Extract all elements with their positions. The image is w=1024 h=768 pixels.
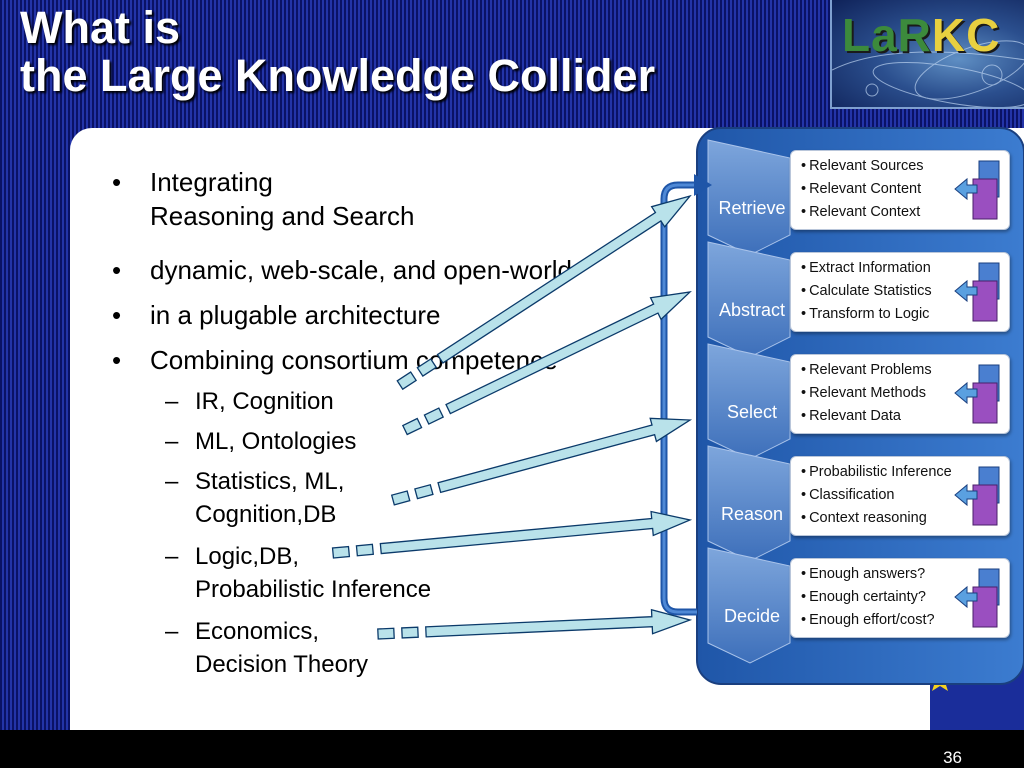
sub-bullet-item: Statistics, ML, Cognition,DB	[165, 465, 345, 531]
stage-item: Context reasoning	[801, 507, 952, 530]
arrow-dash	[423, 407, 445, 425]
logo-text: LaRKC	[842, 8, 1000, 62]
arrow-dash	[416, 358, 438, 377]
sub-bullet-item: Logic,DB, Probabilistic Inference	[165, 540, 432, 606]
stage-box-decide: Enough answers?Enough certainty?Enough e…	[790, 558, 1010, 638]
plugin-icon	[954, 262, 1000, 322]
arrow-dash	[331, 545, 351, 559]
stage-item: Extract Information	[801, 257, 932, 280]
plugin-icon	[954, 466, 1000, 526]
stage-item: Relevant Methods	[801, 382, 932, 405]
arrow-body	[379, 510, 693, 555]
arrow-dash	[396, 371, 418, 391]
competence-arrow	[396, 194, 692, 391]
larkc-logo: LaRKC	[830, 0, 1024, 109]
arrow-dash	[414, 483, 434, 500]
arrow-body	[437, 417, 693, 494]
stage-chevron	[707, 343, 791, 460]
stage-items: Extract InformationCalculate StatisticsT…	[801, 257, 932, 326]
stage-chevron	[707, 139, 791, 256]
stage-item: Relevant Context	[801, 201, 924, 224]
bullet-line: IR, Cognition	[195, 388, 334, 415]
loop-arrow-highlight	[662, 183, 697, 614]
arrow-dash	[390, 490, 411, 506]
bullet-line: Probabilistic Inference	[195, 576, 432, 603]
bullet-line: dynamic, web-scale, and open-world	[150, 255, 572, 285]
stage-box-abstract: Extract InformationCalculate StatisticsT…	[790, 252, 1010, 332]
bullet-item: dynamic, web-scale, and open-world	[112, 253, 572, 287]
arrow-body	[425, 608, 693, 638]
bullet-line: Combining consortium competence	[150, 345, 558, 375]
sub-bullet-item: ML, Ontologies	[165, 425, 357, 458]
logo-orbit-lines	[832, 40, 1024, 107]
bullet-item: Combining consortium competence	[112, 343, 558, 377]
arrow-dash	[377, 627, 395, 640]
stage-chevron	[707, 241, 791, 358]
stage-items: Probabilistic InferenceClassificationCon…	[801, 461, 952, 530]
plugin-icon	[954, 160, 1000, 220]
page-number: 36	[943, 748, 962, 767]
sub-bullet-item: Economics, Decision Theory	[165, 615, 368, 681]
competence-arrow	[377, 608, 693, 640]
bullet-line: Statistics, ML,	[195, 468, 345, 495]
arrow-body	[445, 291, 692, 415]
pipeline-stages	[707, 139, 791, 664]
stage-item: Probabilistic Inference	[801, 461, 952, 484]
stage-items: Relevant ProblemsRelevant MethodsRelevan…	[801, 359, 932, 428]
stage-chevron	[707, 547, 791, 664]
bullet-line: Logic,DB,	[195, 543, 300, 570]
bullet-line: ML, Ontologies	[195, 428, 357, 455]
arrow-dash	[401, 626, 419, 639]
stage-label-reason: Reason	[720, 504, 784, 524]
competence-arrow	[401, 291, 692, 436]
arrow-dash	[355, 543, 374, 557]
stage-label-abstract: Abstract	[718, 300, 786, 320]
stage-item: Relevant Sources	[801, 155, 923, 178]
title-line-2: the Large Knowledge Collider	[20, 50, 656, 101]
stage-item: Relevant Problems	[801, 359, 932, 382]
stage-item: Calculate Statistics	[801, 280, 932, 303]
stage-item: Relevant Content	[801, 178, 924, 201]
arrow-dash	[401, 417, 423, 436]
title-line-1: What is	[20, 2, 181, 53]
stage-chevron	[707, 445, 791, 562]
arrow-body	[436, 194, 692, 364]
stage-box-select: Relevant ProblemsRelevant MethodsRelevan…	[790, 354, 1010, 434]
stage-item: Enough certainty?	[801, 586, 935, 609]
stage-label-select: Select	[726, 402, 778, 422]
logo-text-right: KC	[931, 9, 1001, 61]
loop-arrow-head	[694, 174, 712, 196]
plugin-icon	[954, 568, 1000, 628]
stage-item: Enough answers?	[801, 563, 935, 586]
bullet-line: in a plugable architecture	[150, 300, 441, 330]
sub-bullet-item: IR, Cognition	[165, 385, 334, 418]
stage-item: Transform to Logic	[801, 303, 932, 326]
bullet-line: Decision Theory	[195, 651, 368, 678]
bullet-item: in a plugable architecture	[112, 298, 441, 332]
stage-items: Enough answers?Enough certainty?Enough e…	[801, 563, 935, 632]
stage-items: Relevant SourcesRelevant ContentRelevant…	[801, 155, 924, 224]
stage-box-retrieve: Relevant SourcesRelevant ContentRelevant…	[790, 150, 1010, 230]
footer-bar	[0, 730, 1024, 768]
competence-arrows	[331, 194, 693, 640]
bullet-line: Reasoning and Search	[150, 201, 415, 231]
plugin-icon	[954, 364, 1000, 424]
slide-title: What is the Large Knowledge Collider	[20, 4, 655, 100]
stage-item: Classification	[801, 484, 952, 507]
bullet-line: Integrating	[150, 167, 273, 197]
stage-box-reason: Probabilistic InferenceClassificationCon…	[790, 456, 1010, 536]
logo-text-left: LaR	[842, 9, 932, 61]
stage-label-decide: Decide	[723, 606, 781, 626]
bullet-line: Economics,	[195, 618, 320, 645]
competence-arrow	[331, 510, 693, 559]
stage-label-retrieve: Retrieve	[718, 198, 786, 218]
loop-arrow-line	[660, 181, 697, 616]
bullet-line: Cognition,DB	[195, 501, 337, 528]
stage-item: Enough effort/cost?	[801, 609, 935, 632]
competence-arrow	[390, 417, 693, 506]
stage-item: Relevant Data	[801, 405, 932, 428]
